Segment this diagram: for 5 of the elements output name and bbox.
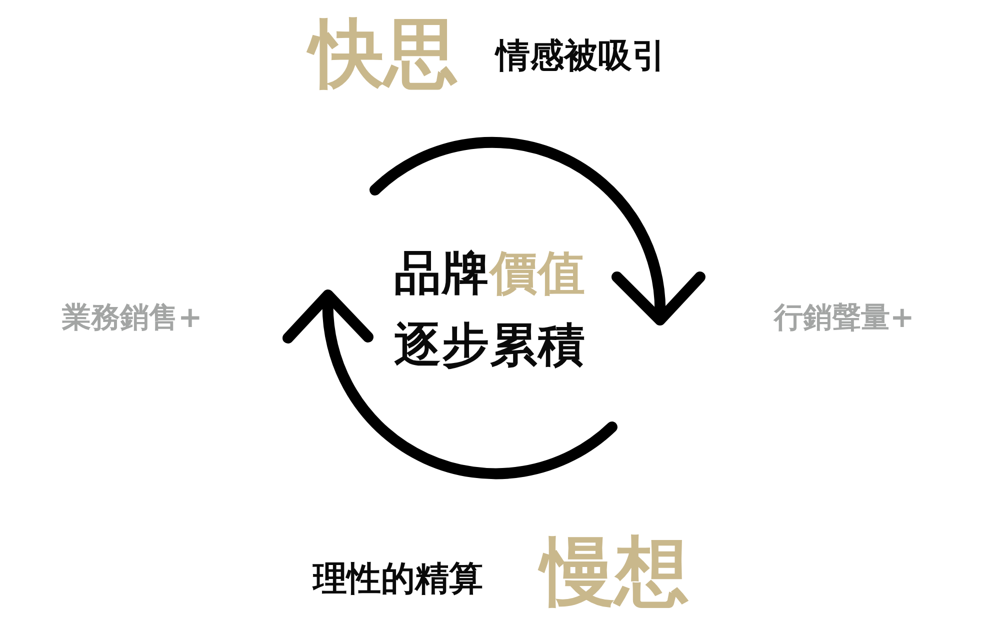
subheading-text: 理性的精算 (313, 561, 483, 598)
side-label: 行銷聲量+ (774, 302, 914, 334)
center-title: 品牌價值逐步累積 (394, 245, 587, 375)
subheading-text: 情感被吸引 (496, 38, 666, 76)
side-label: 業務銷售+ (62, 302, 202, 334)
